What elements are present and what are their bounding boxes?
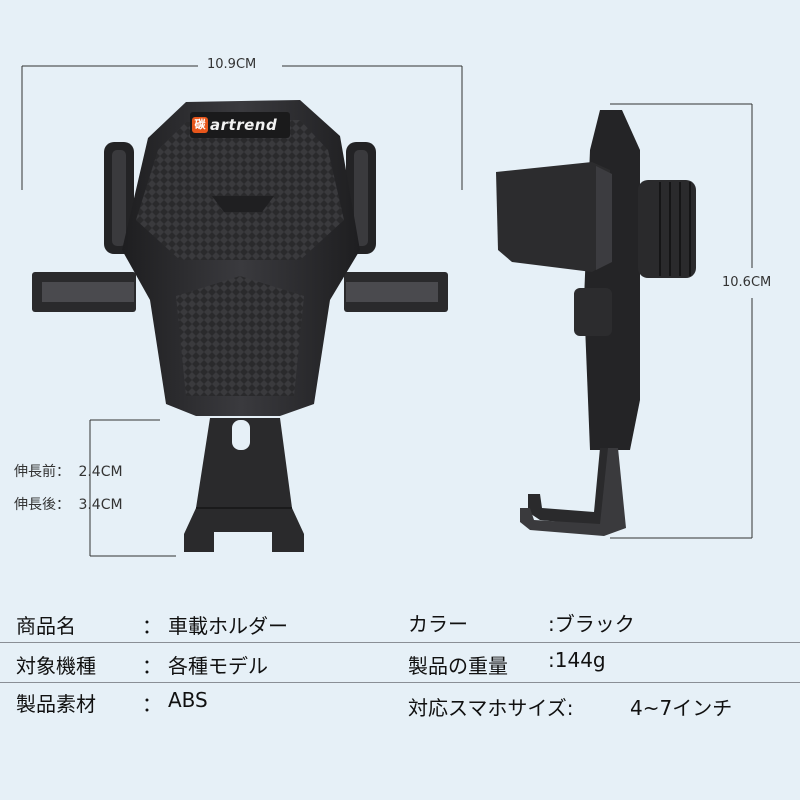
width-dimension-label: 10.9CM [207,57,257,72]
spec-value-2: :ブラック [548,612,635,636]
extension-front-label: 伸長前： [14,464,70,480]
height-dimension-label: 10.6CM [722,275,772,290]
spec-row: 商品名 ： 車載ホルダー カラー :ブラック [0,604,800,643]
spec-value: 車載ホルダー [168,614,288,638]
spec-colon: ： [142,614,162,638]
spec-value: 各種モデル [168,654,268,678]
extension-back-row: 伸長後： 3.4CM [14,494,123,514]
spec-value: ABS [168,688,208,712]
width-dimension-line [21,65,463,190]
spec-colon: ： [142,692,162,716]
logo-text: artrend [210,116,278,134]
spec-label-2: 製品の重量 [408,654,508,678]
spec-label: 対象機種 [16,654,96,678]
height-dimension-line [610,103,753,539]
spec-label-2: カラー [408,612,468,636]
extension-front-value: 2.4CM [78,464,123,480]
logo-mark: 碳 [192,117,208,133]
spec-label: 製品素材 [16,692,96,716]
spec-row: 対象機種 ： 各種モデル 製品の重量 :144g [0,644,800,683]
spec-row: 製品素材 ： ABS 対応スマホサイズ: 4~7インチ [0,682,800,720]
spec-value-2: :144g [548,648,606,672]
holder-front-view [32,100,448,552]
brand-logo: 碳 artrend [192,114,290,136]
extension-back-label: 伸長後： [14,497,70,513]
extension-front-row: 伸長前： 2.4CM [14,461,123,481]
spec-colon: ： [142,654,162,678]
spec-label: 商品名 [16,614,76,638]
extension-back-value: 3.4CM [78,497,123,513]
spec-table: 商品名 ： 車載ホルダー カラー :ブラック 対象機種 ： 各種モデル 製品の重… [0,600,800,800]
spec-value-2: 4~7インチ [630,696,733,720]
spec-label-2: 対応スマホサイズ: [408,696,574,720]
holder-side-view [496,110,696,536]
extension-dimension-line [89,419,176,557]
